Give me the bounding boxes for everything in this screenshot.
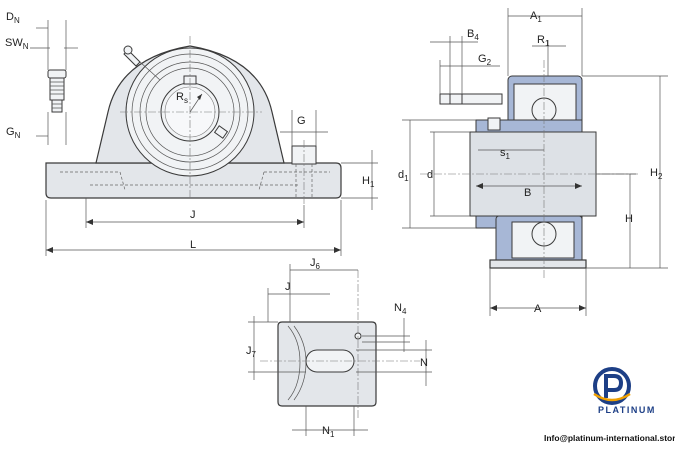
- dim-swn-label: SWN: [5, 37, 29, 51]
- grease-nipple-detail: [47, 69, 67, 113]
- dim-gn-label: GN: [6, 126, 21, 140]
- grease-nipple-side: [439, 93, 503, 105]
- brand-email: Info@platinum-international.store: [544, 433, 675, 443]
- dim-l-label: L: [190, 239, 196, 251]
- dim-j7-label: J7: [246, 345, 257, 359]
- dim-d1-label: d1: [398, 169, 409, 183]
- dim-dn-label: DN: [6, 11, 20, 25]
- dim-g-label: G: [297, 115, 306, 127]
- housing-base: [45, 162, 342, 199]
- housing-foot: [489, 259, 587, 269]
- brand-logo-icon: [590, 366, 636, 411]
- front-dimension-lines: [30, 20, 378, 256]
- dim-d-label: d: [427, 169, 433, 181]
- side-view: [420, 60, 640, 280]
- dim-h-label: H: [625, 213, 633, 225]
- dim-j-label: J: [190, 209, 196, 221]
- brand-name: PLATINUM: [598, 405, 656, 415]
- dim-b-label: B: [524, 187, 531, 199]
- dim-h2-label: H2: [650, 167, 663, 181]
- foot-view: [260, 270, 420, 420]
- dim-s1-label: s1: [500, 147, 511, 161]
- dim-j6-label: J6: [310, 257, 321, 271]
- dim-a1-label: A1: [530, 10, 542, 24]
- inner-ring-upper: [475, 119, 583, 133]
- dim-g2-label: G2: [478, 53, 492, 67]
- foot-dimension-lines: [248, 264, 432, 436]
- side-dimension-lines: [402, 8, 668, 316]
- dim-foot-j-label: J: [285, 281, 291, 293]
- dim-rs-label: Rs: [176, 91, 188, 105]
- dim-h1-label: H1: [362, 175, 375, 189]
- dim-n4-label: N4: [394, 302, 407, 316]
- grub-screw-side: [213, 125, 229, 139]
- dim-a-label: A: [534, 303, 542, 315]
- dim-n-label: N: [420, 357, 428, 369]
- dim-b4-label: B4: [467, 28, 479, 42]
- dim-r1-label: R1: [537, 34, 550, 48]
- dim-n1-label: N1: [322, 425, 335, 439]
- front-view: [45, 36, 342, 205]
